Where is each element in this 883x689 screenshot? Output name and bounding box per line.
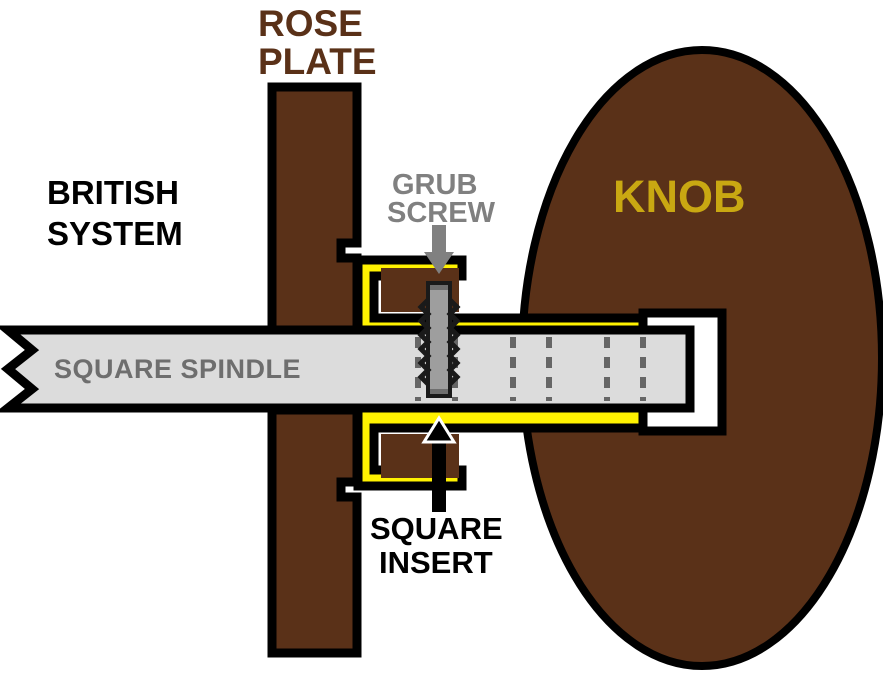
square-insert-label-line2: INSERT [379,545,493,580]
grub-screw-shank [428,283,450,396]
rose-plate-upper [267,82,362,335]
grub-screw-label-line2: SCREW [387,197,496,229]
rose-plate-lower [267,405,362,658]
square-insert-label-line1: SQUARE [370,511,503,546]
square-insert-arrow-icon [421,415,457,512]
grub-screw-arrow-icon [424,225,454,274]
grub-screw-outline [426,281,452,398]
square-spindle [0,325,695,413]
knob-label: KNOB [613,171,746,222]
system-label-line2: SYSTEM [47,215,183,252]
grub-screw [417,281,461,398]
grub-screw-label-line1: GRUB [392,169,477,201]
rose-plate-label-line1: ROSE [258,3,363,44]
rose-plate-label-line2: PLATE [258,41,377,82]
system-label-line1: BRITISH [47,174,179,211]
square-spindle-label: SQUARE SPINDLE [54,354,301,384]
